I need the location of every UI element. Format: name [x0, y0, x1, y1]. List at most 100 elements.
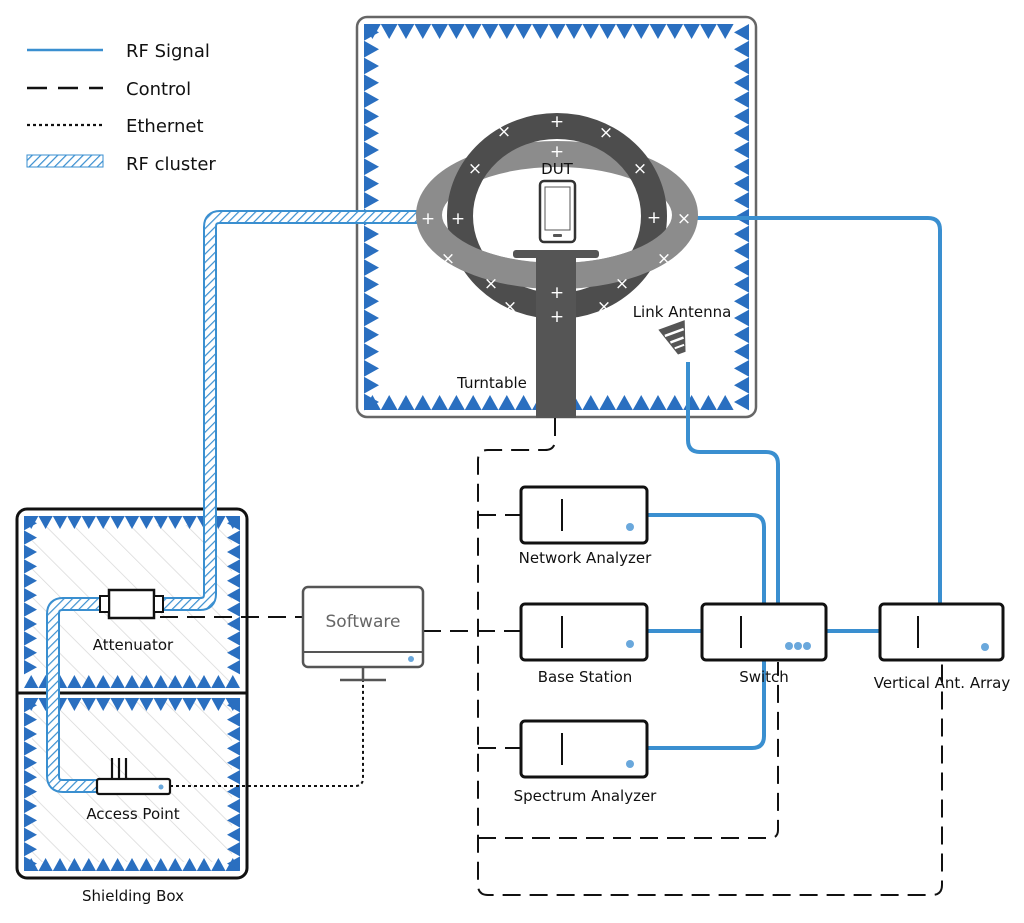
- box-upper-absorber-44: [227, 559, 240, 574]
- box-upper-absorber-39: [24, 645, 37, 660]
- rf-line-network-analyzer: [647, 513, 766, 605]
- box-upper-absorber-7: [124, 516, 140, 529]
- chamber-absorber-21: [716, 24, 734, 39]
- chamber-absorber-70: [734, 74, 749, 92]
- box-lower-absorber-21: [110, 858, 125, 871]
- box-lower-absorber-32: [24, 726, 37, 742]
- turntable-platform: [513, 250, 599, 258]
- probe-marker-11: ×: [657, 249, 671, 269]
- box-upper-absorber-19: [81, 675, 96, 688]
- probe-marker-16: ×: [503, 297, 517, 317]
- control-line-switch: [478, 662, 779, 839]
- chamber-absorber-9: [515, 24, 532, 39]
- rf-line-link-antenna-to-switch: [686, 362, 780, 605]
- box-lower-absorber-6: [110, 698, 125, 711]
- turntable-stand: [536, 258, 576, 418]
- box-lower-absorber-46: [227, 755, 240, 770]
- box-upper-absorber-11: [182, 516, 197, 529]
- chamber-absorber-16: [632, 24, 650, 39]
- attenuator-port-right: [153, 595, 164, 613]
- box-upper-absorber-47: [227, 602, 240, 617]
- chamber-absorber-10: [532, 24, 549, 39]
- probe-marker-5: ×: [633, 159, 647, 179]
- spectrum-analyzer-box: [519, 719, 649, 779]
- chamber-absorber-57: [364, 242, 379, 260]
- chamber-absorber-1: [380, 24, 398, 39]
- legend-label-control: Control: [126, 79, 191, 100]
- box-lower-absorber-40: [24, 842, 37, 857]
- chamber-absorber-28: [464, 395, 482, 410]
- probe-marker-7: +: [647, 208, 661, 228]
- box-lower-absorber-34: [24, 755, 37, 770]
- box-upper-absorber-3: [67, 516, 82, 529]
- box-lower-absorber-22: [124, 858, 140, 871]
- router-icon: [95, 777, 172, 796]
- link-antenna-label: Link Antenna: [633, 303, 732, 321]
- box-upper-absorber-20: [96, 675, 111, 688]
- box-upper-absorber-36: [24, 602, 37, 617]
- box-upper-absorber-23: [139, 675, 154, 688]
- box-lower-absorber-16: [38, 858, 53, 871]
- box-lower-absorber-18: [67, 858, 82, 871]
- chamber-absorber-86: [734, 343, 749, 360]
- chamber-absorber-74: [734, 141, 749, 159]
- chamber-absorber-83: [734, 292, 749, 310]
- attenuator-port-left: [99, 595, 110, 613]
- legend-label-rf-cluster: RF cluster: [126, 154, 216, 175]
- chamber-absorber-35: [582, 395, 600, 410]
- chamber-absorber-43: [716, 395, 734, 410]
- box-lower-absorber-27: [196, 858, 212, 871]
- box-upper-absorber-5: [96, 516, 111, 529]
- chamber-absorber-48: [364, 91, 379, 108]
- box-lower-absorber-8: [139, 698, 154, 711]
- switch-led-2: [794, 642, 802, 650]
- link-antenna: Link Antenna: [633, 303, 732, 355]
- box-upper-absorber-26: [182, 675, 197, 688]
- box-lower-absorber-24: [153, 858, 168, 871]
- chamber-absorber-17: [649, 24, 667, 39]
- vertical-array-label: Vertical Ant. Array: [874, 674, 1011, 692]
- chamber-absorber-67: [734, 24, 749, 41]
- box-lower-absorber-25: [168, 858, 183, 871]
- chamber-absorber-8: [498, 24, 516, 39]
- network-analyzer-box: [519, 485, 649, 545]
- box-upper-absorber-42: [227, 530, 240, 545]
- chamber-absorber-71: [734, 91, 749, 108]
- chamber-absorber-68: [734, 40, 749, 58]
- chamber-absorber-62: [364, 326, 379, 344]
- box-lower-absorber-12: [196, 698, 212, 711]
- chamber-absorber-82: [734, 276, 749, 293]
- box-upper-absorber-9: [153, 516, 168, 529]
- box-upper-absorber-2: [52, 516, 68, 529]
- box-upper-absorber-31: [24, 530, 37, 545]
- box-lower-absorber-10: [168, 698, 183, 711]
- chamber-absorber-40: [666, 395, 684, 410]
- box-upper-absorber-8: [139, 516, 154, 529]
- legend-item-rf-signal: RF Signal: [27, 41, 210, 62]
- box-upper-absorber-35: [24, 588, 37, 603]
- chamber-absorber-13: [582, 24, 600, 39]
- box-upper-absorber-27: [196, 675, 212, 688]
- probe-marker-3: ×: [599, 123, 613, 143]
- box-lower-absorber-9: [153, 698, 168, 711]
- box-upper-absorber-46: [227, 588, 240, 603]
- ap-status-led: [158, 784, 164, 790]
- chamber-absorber-59: [364, 276, 379, 293]
- base-station-label: Base Station: [538, 668, 633, 686]
- box-upper-absorber-24: [153, 675, 168, 688]
- chamber-absorber-11: [548, 24, 566, 39]
- chamber-absorber-45: [364, 40, 379, 58]
- shielding-box-label: Shielding Box: [82, 887, 184, 905]
- box-upper-absorber-40: [24, 660, 37, 675]
- chamber-absorber-20: [700, 24, 717, 39]
- box-lower-absorber-53: [227, 856, 240, 871]
- legend: RF Signal Control Ethernet RF cluster: [26, 41, 216, 175]
- software-label: Software: [326, 612, 401, 632]
- chamber-absorber-73: [734, 124, 749, 142]
- chamber-absorber-50: [364, 124, 379, 142]
- probe-marker-15: +: [550, 307, 564, 327]
- network-analyzer-label: Network Analyzer: [519, 549, 653, 567]
- chamber-absorber-3: [414, 24, 432, 39]
- box-lower-absorber-31: [24, 712, 37, 727]
